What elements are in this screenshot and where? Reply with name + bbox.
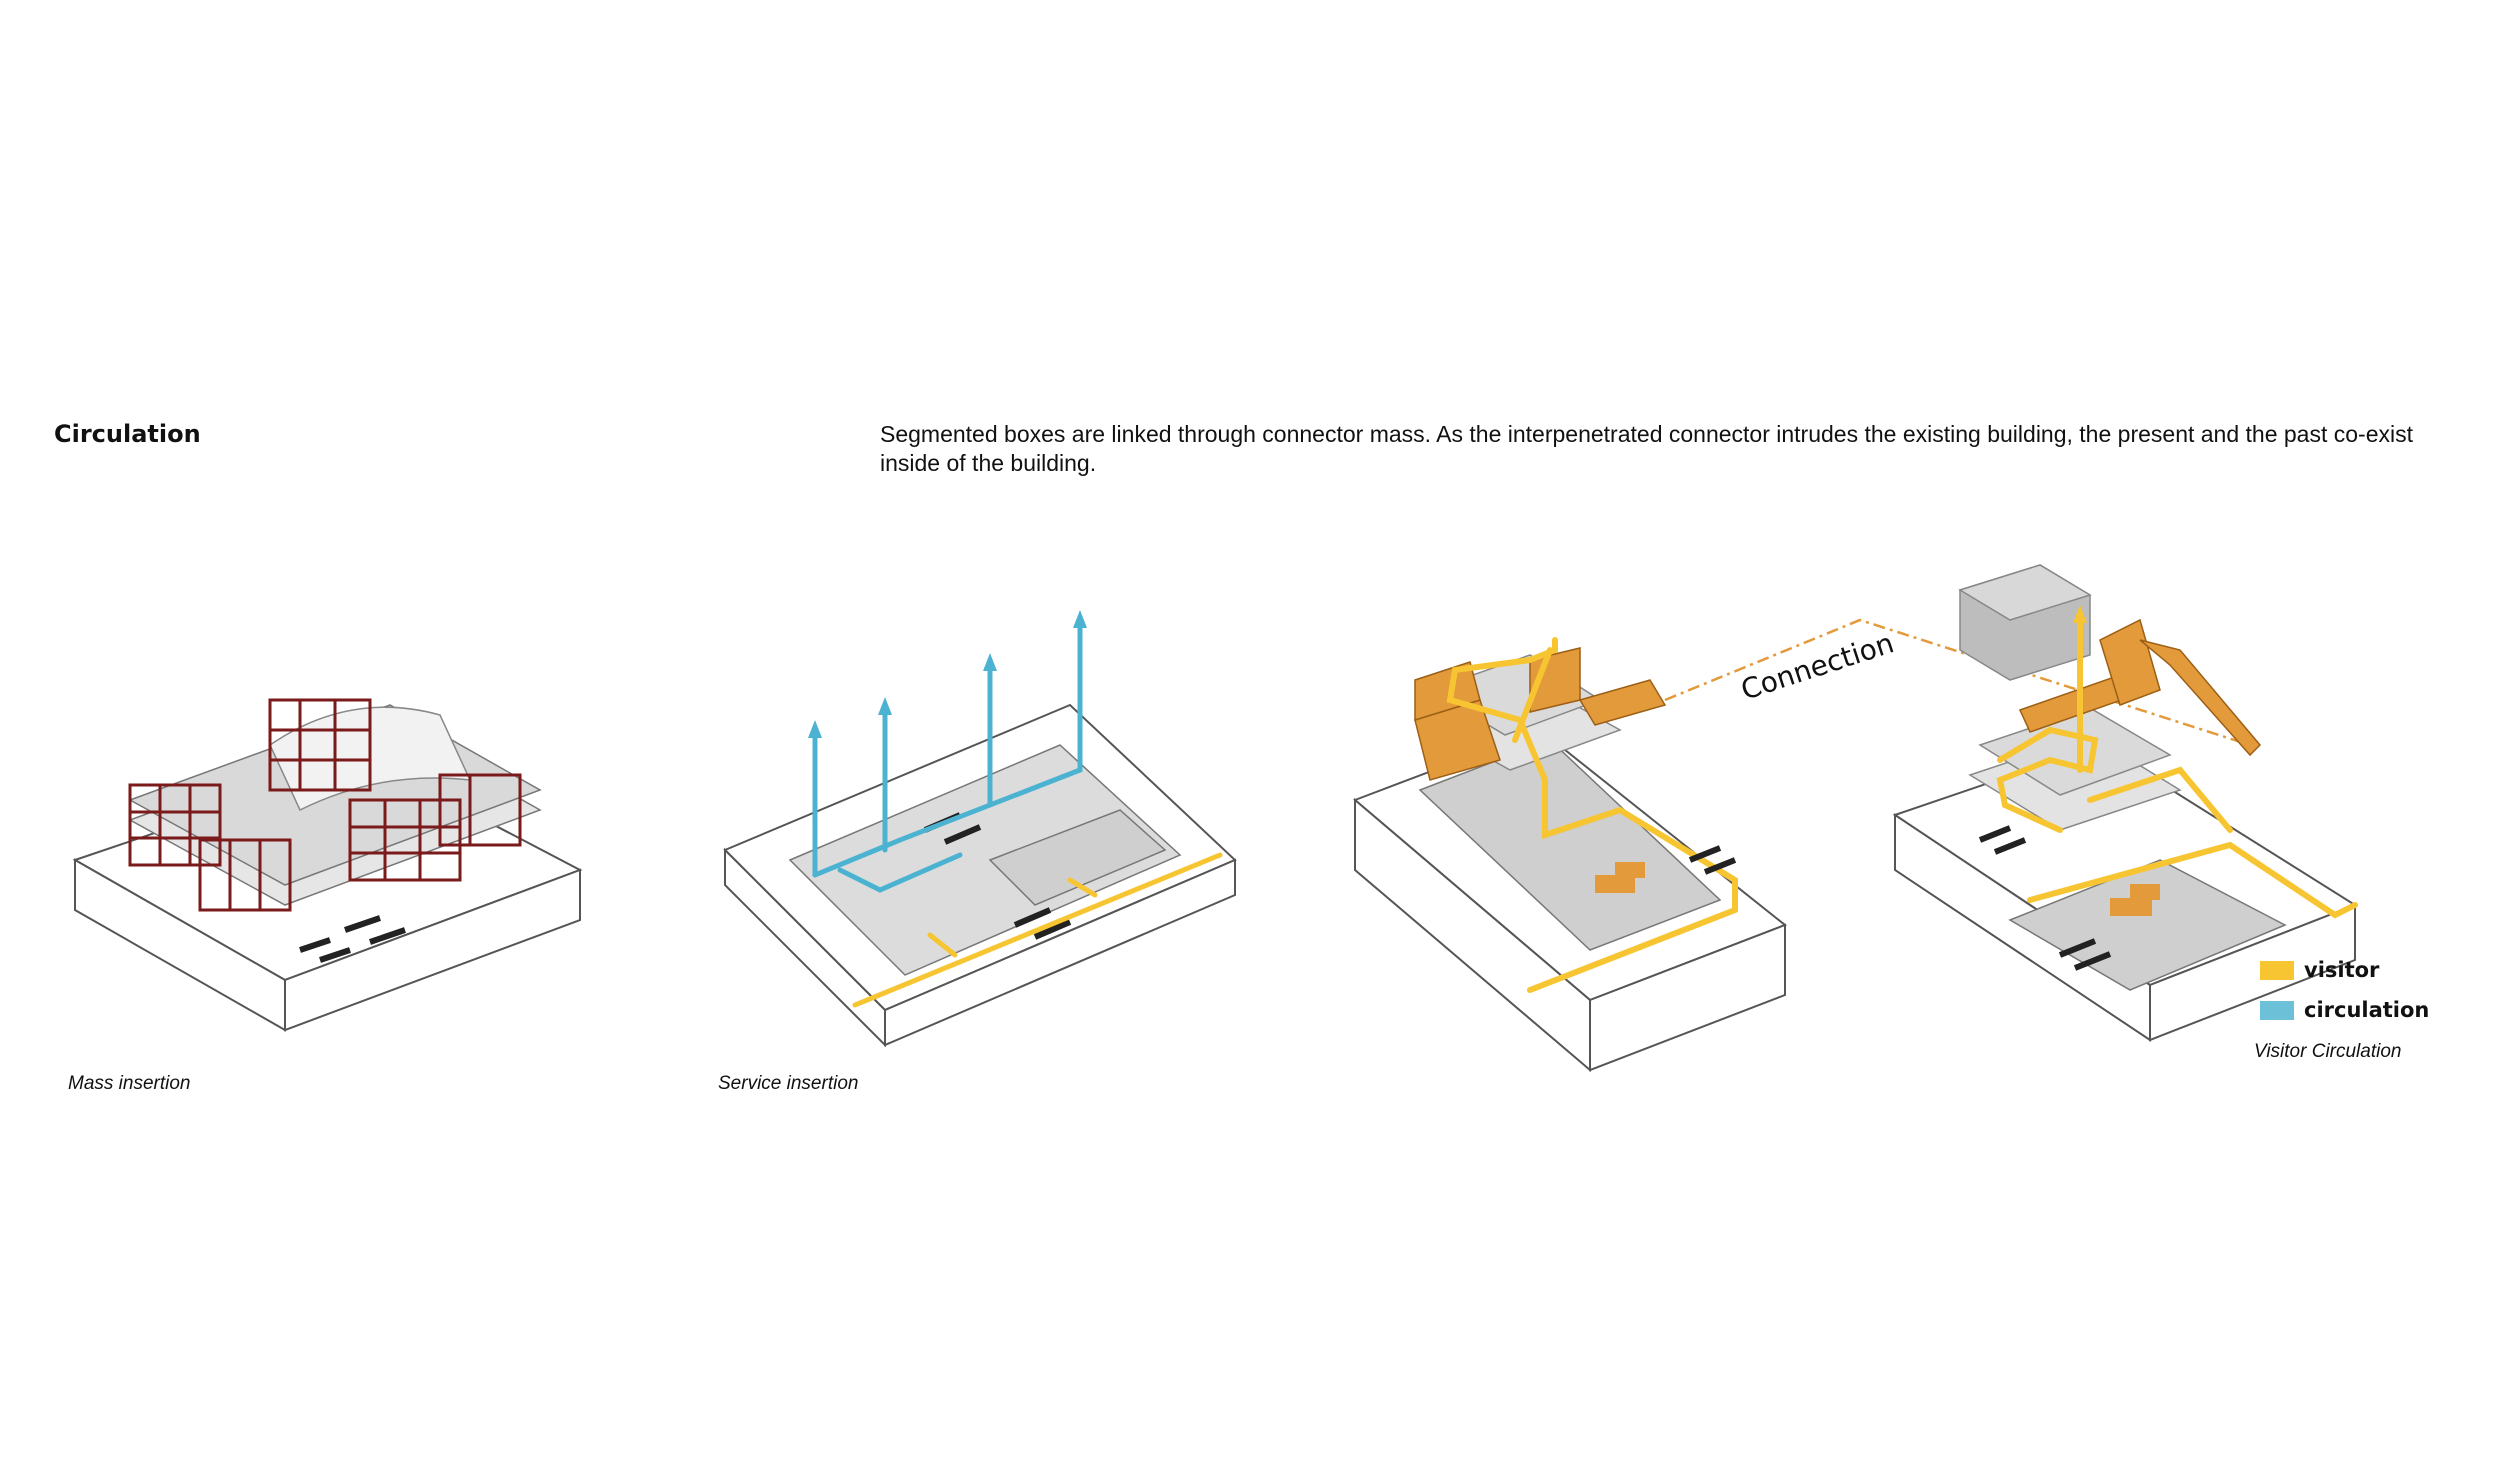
caption-mass-insertion: Mass insertion [68, 1073, 191, 1094]
connection-label: Connection [1737, 626, 1898, 706]
caption-visitor-circulation: Visitor Circulation [2254, 1041, 2402, 1062]
legend-label: visitor [2304, 958, 2380, 982]
visitor-swatch [2260, 960, 2294, 980]
service-insertion-diagram [723, 610, 1237, 1048]
description-text: Segmented boxes are linked through conne… [880, 421, 2413, 476]
mass-insertion-diagram [72, 698, 583, 1032]
legend-label: circulation [2304, 998, 2430, 1022]
visitor-circulation-diagram: Connection [1353, 564, 2358, 1073]
legend-item-visitor: visitor [2260, 958, 2379, 982]
circulation-swatch [2260, 1000, 2294, 1020]
section-title: Circulation [54, 420, 201, 448]
caption-service-insertion: Service insertion [718, 1073, 859, 1094]
legend-item-circulation: circulation [2260, 998, 2429, 1022]
